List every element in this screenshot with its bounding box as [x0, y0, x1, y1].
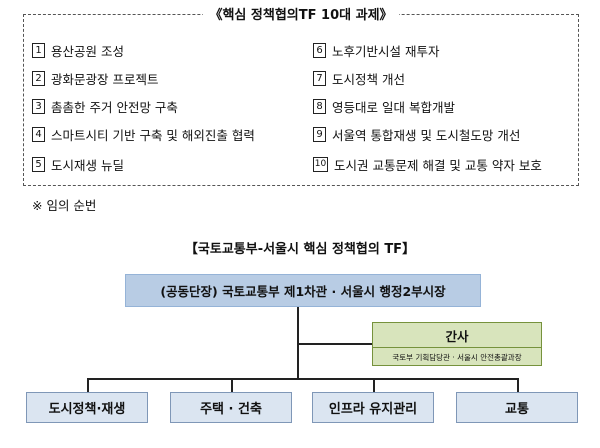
task-number: 6 [313, 43, 326, 58]
task-number: 7 [313, 71, 326, 86]
connector-to-gansa [297, 343, 372, 345]
task-label: 광화문광장 프로젝트 [51, 72, 159, 87]
task-item: 10 도시권 교통문제 해결 및 교통 약자 보호 [313, 155, 542, 174]
org-chart-title: 【국토교통부-서울시 핵심 정책협의 TF】 [184, 242, 416, 257]
task-item: 5 도시재생 뉴딜 [32, 155, 124, 174]
task-label: 서울역 통합재생 및 도시철도망 개선 [332, 128, 521, 143]
task-number: 10 [313, 157, 328, 172]
task-label: 영등대로 일대 복합개발 [332, 100, 455, 115]
task-label: 스마트시티 기반 구축 및 해외진출 협력 [51, 128, 255, 143]
task-label: 도시정책 개선 [332, 72, 405, 87]
task-label: 도시권 교통문제 해결 및 교통 약자 보호 [334, 158, 542, 173]
unit-label: 교통 [505, 402, 529, 417]
task-number: 4 [32, 127, 45, 142]
task-item: 8 영등대로 일대 복합개발 [313, 97, 455, 116]
connector-drop [373, 378, 375, 392]
task-item: 6 노후기반시설 재투자 [313, 41, 439, 60]
unit-label: 주택 · 건축 [200, 402, 262, 417]
connector-drop [231, 378, 233, 392]
gansa-title: 간사 [373, 326, 541, 348]
tasks-title: 《핵심 정책협의TF 10대 과제》 [24, 4, 578, 23]
task-number: 3 [32, 99, 45, 114]
connector-drop [87, 378, 89, 392]
connector-horizontal [87, 378, 517, 380]
task-item: 1 용산공원 조성 [32, 41, 124, 60]
unit-box: 인프라 유지관리 [312, 392, 434, 423]
unit-box: 교통 [456, 392, 578, 423]
task-label: 촘촘한 주거 안전망 구축 [51, 100, 178, 115]
unit-box: 주택 · 건축 [170, 392, 292, 423]
unit-label: 도시정책·재생 [48, 402, 126, 417]
tasks-box: 《핵심 정책협의TF 10대 과제》 1 용산공원 조성 2 광화문광장 프로젝… [23, 8, 579, 186]
task-number: 1 [32, 43, 45, 58]
task-item: 9 서울역 통합재생 및 도시철도망 개선 [313, 125, 520, 144]
task-number: 2 [32, 71, 45, 86]
task-item: 4 스마트시티 기반 구축 및 해외진출 협력 [32, 125, 255, 144]
task-label: 노후기반시설 재투자 [332, 44, 440, 59]
task-item: 3 촘촘한 주거 안전망 구축 [32, 97, 178, 116]
task-item: 2 광화문광장 프로젝트 [32, 69, 158, 88]
lead-box: (공동단장) 국토교통부 제1차관 · 서울시 행정2부시장 [125, 274, 481, 307]
task-number: 9 [313, 127, 326, 142]
task-item: 7 도시정책 개선 [313, 69, 405, 88]
task-label: 용산공원 조성 [51, 44, 124, 59]
unit-box: 도시정책·재생 [26, 392, 148, 423]
task-number: 8 [313, 99, 326, 114]
unit-label: 인프라 유지관리 [328, 402, 418, 417]
gansa-subtitle: 국토부 기획담당관 · 서울시 안전총괄과장 [392, 353, 522, 362]
connector-drop [517, 378, 519, 392]
task-number: 5 [32, 157, 45, 172]
lead-label: (공동단장) 국토교통부 제1차관 · 서울시 행정2부시장 [160, 284, 446, 299]
note-text: ※ 임의 순번 [32, 198, 97, 213]
task-label: 도시재생 뉴딜 [51, 158, 124, 173]
gansa-box: 간사 국토부 기획담당관 · 서울시 안전총괄과장 [372, 322, 542, 366]
